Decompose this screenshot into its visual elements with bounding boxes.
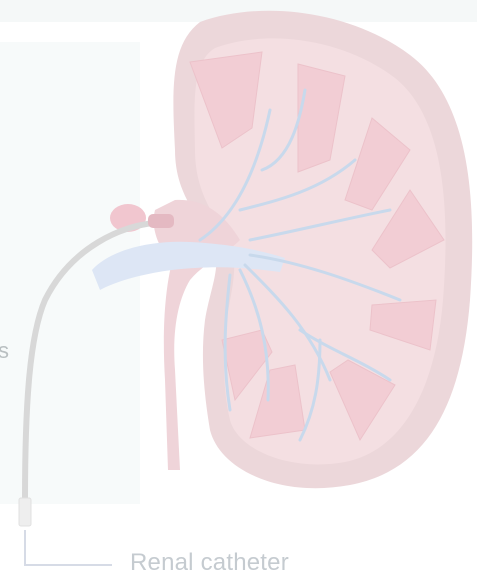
catheter-tip	[148, 214, 174, 228]
partial-label: s	[0, 338, 9, 364]
catheter-leader-line	[25, 530, 112, 565]
catheter-label: Renal catheter	[130, 549, 289, 577]
catheter-connector	[19, 498, 31, 526]
